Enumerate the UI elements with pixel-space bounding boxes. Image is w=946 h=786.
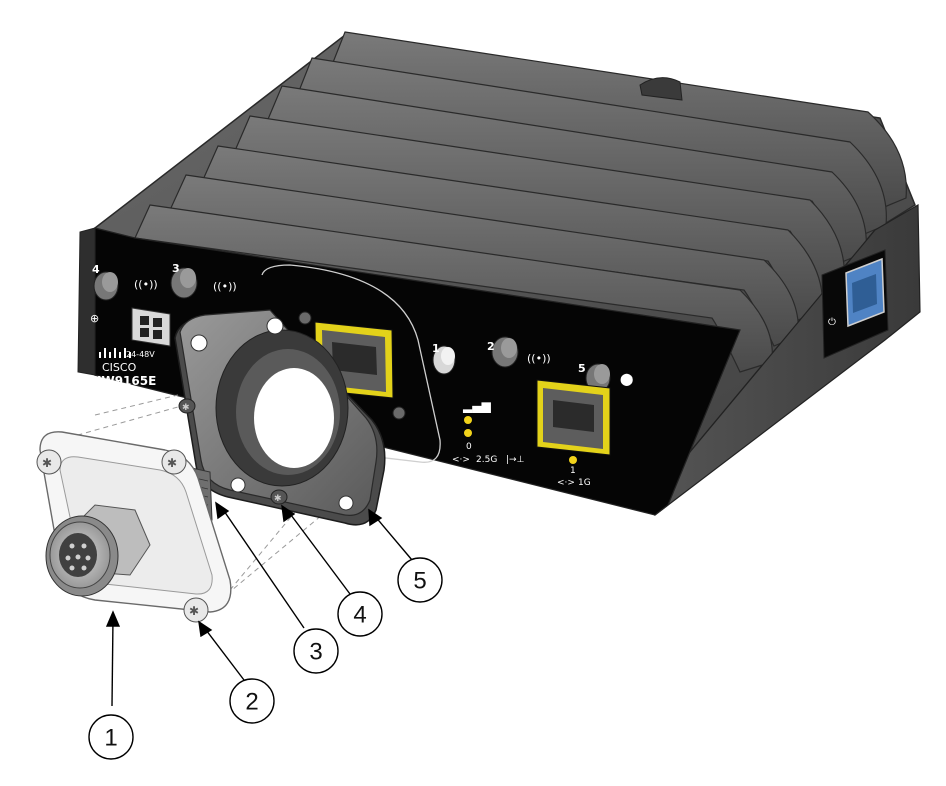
antenna-label-3: 3 (172, 262, 180, 275)
power-connector (131, 307, 171, 347)
callout-2-label: 2 (245, 689, 258, 716)
svg-text:✱: ✱ (189, 604, 199, 618)
antenna-label-5: 5 (578, 362, 586, 375)
antenna-port-2 (491, 336, 519, 368)
callout-5: 5 (397, 557, 443, 603)
mounting-screws: ✱ ✱ (178, 398, 288, 505)
callout-3-label: 3 (309, 639, 322, 666)
link-arrows-icon: <·> (557, 478, 575, 488)
adapter-plate (174, 309, 386, 526)
callout-3: 3 (293, 628, 339, 674)
port-0-label: 0 (466, 442, 472, 452)
callout-4-label: 4 (353, 602, 366, 629)
signal-bars-icon: ▂▄▆ (462, 399, 491, 413)
callout-5-label: 5 (413, 568, 426, 595)
antenna-port-1 (432, 345, 456, 375)
svg-text:✱: ✱ (274, 493, 282, 503)
callout-leaders (105, 501, 413, 707)
speed-right-label: 1G (578, 478, 591, 488)
wifi-icon: ((•)) (527, 352, 551, 365)
brand-label: CISCO (102, 361, 137, 374)
antenna-label-2: 2 (487, 340, 495, 353)
m12-connector-assembly: ✱ ✱ ✱ (36, 431, 232, 623)
callout-2: 2 (229, 678, 275, 724)
power-rating-label: 24-48V (126, 350, 155, 359)
antenna-label-4: 4 (92, 263, 100, 276)
status-leds: ▂▄▆ (259, 378, 577, 464)
antenna-port-3 (170, 267, 198, 299)
side-ethernet-port (821, 249, 889, 359)
poe-icon: |→⊥ (506, 455, 525, 465)
svg-text:✱: ✱ (167, 456, 177, 470)
antenna-port-4 (93, 271, 119, 301)
callout-1: 1 (88, 714, 134, 760)
link-arrows-icon: <·> (452, 455, 470, 465)
wifi-icon: ((•)) (134, 278, 158, 291)
speed-left-label: 2.5G (476, 455, 497, 465)
callout-1-label: 1 (104, 725, 117, 752)
ground-icon: ⊕ (90, 312, 99, 325)
svg-text:✱: ✱ (182, 402, 190, 412)
callout-4: 4 (337, 591, 383, 637)
model-label: IW9165E (97, 374, 156, 388)
antenna-connectors (93, 267, 611, 393)
antenna-port-5 (585, 363, 611, 393)
cisco-logo (99, 348, 131, 358)
antenna-label-1: 1 (432, 342, 440, 355)
wifi-icon: ((•)) (213, 280, 237, 293)
ethernet-port-1 (536, 379, 611, 456)
flange-screws: ✱ ✱ ✱ (36, 449, 209, 623)
location-pin-icon: ⬤ (620, 372, 633, 386)
port-1-label: 1 (570, 466, 576, 476)
reset-icon: ⏻ (828, 317, 836, 328)
cooling-fins (134, 31, 907, 373)
svg-text:✱: ✱ (42, 456, 52, 470)
